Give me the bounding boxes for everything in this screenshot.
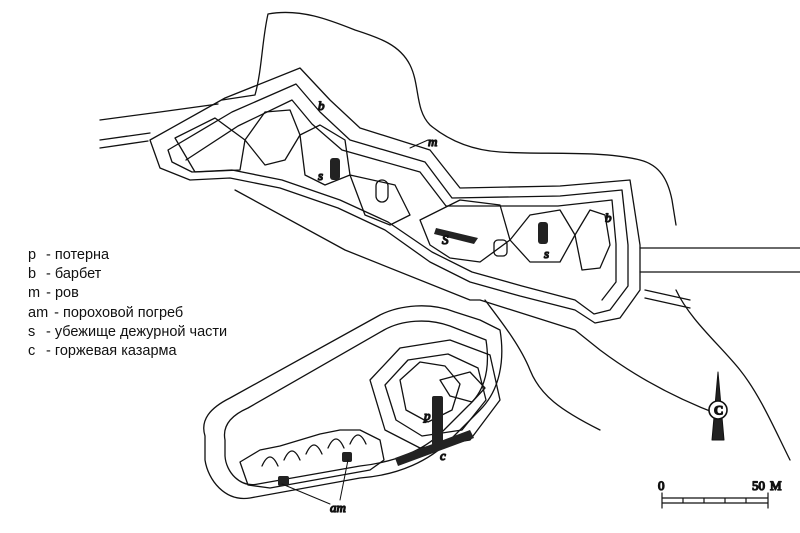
northern-work <box>149 67 641 324</box>
northern-shelters <box>330 158 548 244</box>
legend-row: c-горжевая казарма <box>28 342 227 361</box>
legend-dash: - <box>46 285 51 302</box>
legend-row: p-потерна <box>28 246 227 265</box>
legend-text: убежище дежурной части <box>54 323 228 340</box>
label-s-left: s <box>318 168 323 183</box>
approach-road-west <box>99 103 219 149</box>
legend-text: горжевая казарма <box>54 343 177 360</box>
scale-unit: M <box>770 478 782 493</box>
legend-text: потерна <box>54 247 110 263</box>
legend-key: b <box>28 266 37 283</box>
label-s-right: s <box>544 246 549 261</box>
legend-key: am <box>28 304 49 321</box>
legend-dash: - <box>46 247 51 263</box>
approach-road-east <box>639 247 800 309</box>
southern-work <box>203 305 503 500</box>
legend-dash: - <box>54 304 59 321</box>
label-s-middle: S <box>442 232 449 247</box>
legend-key: s <box>28 323 36 340</box>
label-b-right: b <box>605 210 612 225</box>
north-arrow-letter: C <box>714 403 723 418</box>
legend-dash: - <box>46 266 51 283</box>
label-c: c <box>440 448 446 463</box>
scale-start: 0 <box>658 478 665 493</box>
label-m: m <box>428 134 437 149</box>
scale-bar: 0 50 M <box>657 477 783 509</box>
legend: p-потерна b-барбет m-ров am-пороховой по… <box>28 246 227 361</box>
gorge-barracks <box>278 396 474 486</box>
legend-dash: - <box>46 343 51 360</box>
scale-end: 50 <box>752 478 765 493</box>
am-leader-lines <box>281 459 349 505</box>
legend-dash: - <box>46 323 51 340</box>
legend-key: p <box>28 247 37 263</box>
legend-text: барбет <box>54 266 102 283</box>
legend-row: b-барбет <box>28 265 227 284</box>
legend-row: am-пороховой погреб <box>28 304 227 323</box>
moat-leader-line <box>409 139 429 149</box>
label-p: p <box>423 408 431 423</box>
north-arrow-icon: C <box>708 371 728 441</box>
legend-row: s-убежище дежурной части <box>28 323 227 342</box>
label-am: am <box>330 500 346 515</box>
legend-key: c <box>28 343 36 360</box>
terrain-outline <box>221 11 791 461</box>
label-b-upper: b <box>318 98 325 113</box>
legend-text: пороховой погреб <box>63 304 184 321</box>
legend-text: ров <box>54 285 79 302</box>
legend-row: m-ров <box>28 284 227 303</box>
legend-key: m <box>28 285 41 302</box>
glacis-line <box>234 189 721 416</box>
